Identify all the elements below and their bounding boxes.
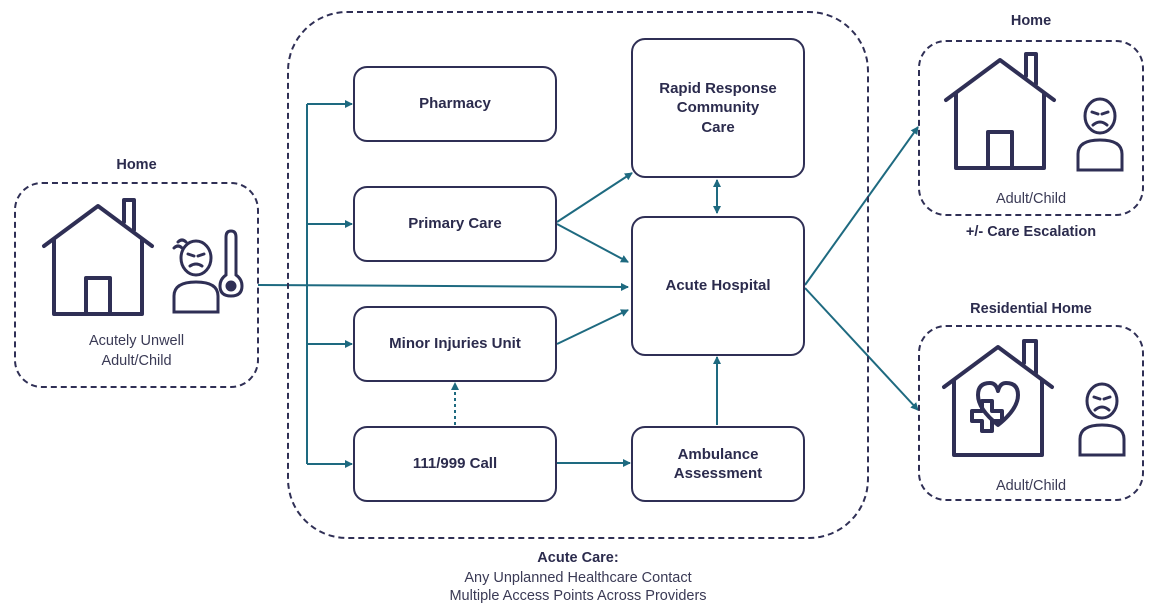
arrow-home-to-hospital (257, 282, 629, 291)
care-escalation-note: +/- Care Escalation (965, 224, 1097, 240)
right-home-header: Home (1010, 13, 1052, 29)
thermometer-icon (218, 229, 244, 298)
acute-care-footer-line1: Any Unplanned Healthcare Contact (464, 570, 692, 586)
left-home-header: Home (116, 157, 157, 173)
left-caption-line2: Adult/Child (101, 353, 172, 369)
right-home-panel: Adult/Child (918, 40, 1144, 216)
acute-care-footer-title: Acute Care: (537, 550, 619, 566)
acute-care-container (287, 11, 869, 539)
primary-care-node[interactable]: Primary Care (353, 186, 557, 262)
ambulance-line1: Ambulance (677, 445, 759, 463)
arrow-primary-to-hospital (556, 223, 629, 263)
residential-home-caption: Adult/Child (995, 478, 1067, 494)
arrow-hospital-to-home (804, 126, 919, 286)
care-home-icon (942, 339, 1054, 457)
minor-injuries-node[interactable]: Minor Injuries Unit (353, 306, 557, 382)
residential-home-header: Residential Home (970, 301, 1092, 317)
left-caption-line1: Acutely Unwell (88, 333, 185, 349)
right-home-caption: Adult/Child (995, 191, 1067, 207)
sad-person-icon (1076, 97, 1124, 172)
ambulance-line2: Assessment (673, 465, 763, 482)
house-icon (42, 198, 154, 316)
acute-care-footer-line2: Multiple Access Points Across Providers (449, 588, 707, 604)
sick-person-icon (172, 238, 220, 314)
acute-hospital-node[interactable]: Acute Hospital (631, 216, 805, 356)
house-icon (944, 52, 1056, 170)
ambulance-node[interactable]: Ambulance Assessment (631, 426, 805, 502)
arrow-hospital-to-residential (804, 287, 919, 411)
rapid-response-line1: Rapid Response (659, 79, 777, 97)
arrow-minor-to-hospital (556, 309, 629, 345)
pharmacy-node[interactable]: Pharmacy (353, 66, 557, 142)
residential-home-panel: Adult/Child (918, 325, 1144, 501)
rapid-response-node[interactable]: Rapid Response Community Care (631, 38, 805, 178)
rapid-response-line2: Community (676, 99, 760, 117)
sad-person-icon (1078, 382, 1126, 457)
call-node[interactable]: 111/999 Call (353, 426, 557, 502)
arrow-primary-to-rapid (556, 172, 633, 223)
rapid-response-line3: Care (701, 118, 735, 136)
left-home-panel: Acutely Unwell Adult/Child (14, 182, 259, 388)
